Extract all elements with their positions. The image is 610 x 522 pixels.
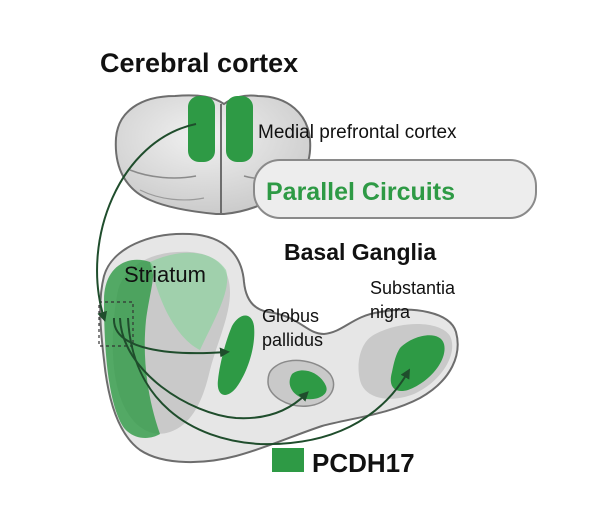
globus-pallidus-label-line1: Globus — [262, 306, 319, 326]
striatum-selection-box — [98, 301, 134, 347]
circuit-arrows — [96, 123, 411, 446]
arrow-striatum-to-globus-pallidus — [112, 317, 230, 358]
arrow-cortex-to-striatum — [96, 123, 197, 322]
globus-pallidus-label-line2: pallidus — [262, 330, 323, 350]
legend-label: PCDH17 — [312, 448, 415, 478]
globus-pallidus-region — [217, 315, 255, 395]
basal-ganglia-label: Basal Ganglia — [284, 239, 436, 265]
medial-prefrontal-cortex-label: Medial prefrontal cortex — [258, 122, 457, 143]
cerebral-cortex-label: Cerebral cortex — [100, 48, 298, 78]
striatum-label: Striatum — [124, 262, 206, 287]
substantia-nigra-label-line2: nigra — [370, 302, 411, 322]
parallel-circuits-label: Parallel Circuits — [266, 178, 455, 206]
parallel-circuits-banner — [253, 159, 537, 219]
legend-swatch — [272, 448, 304, 472]
legend: PCDH17 — [272, 448, 415, 478]
arrow-striatum-to-substantia-nigra — [127, 317, 411, 446]
arrow-striatum-to-gp-internal — [119, 317, 309, 420]
substantia-nigra-label-line1: Substantia — [370, 278, 456, 298]
medial-prefrontal-cortex-region — [188, 96, 253, 162]
